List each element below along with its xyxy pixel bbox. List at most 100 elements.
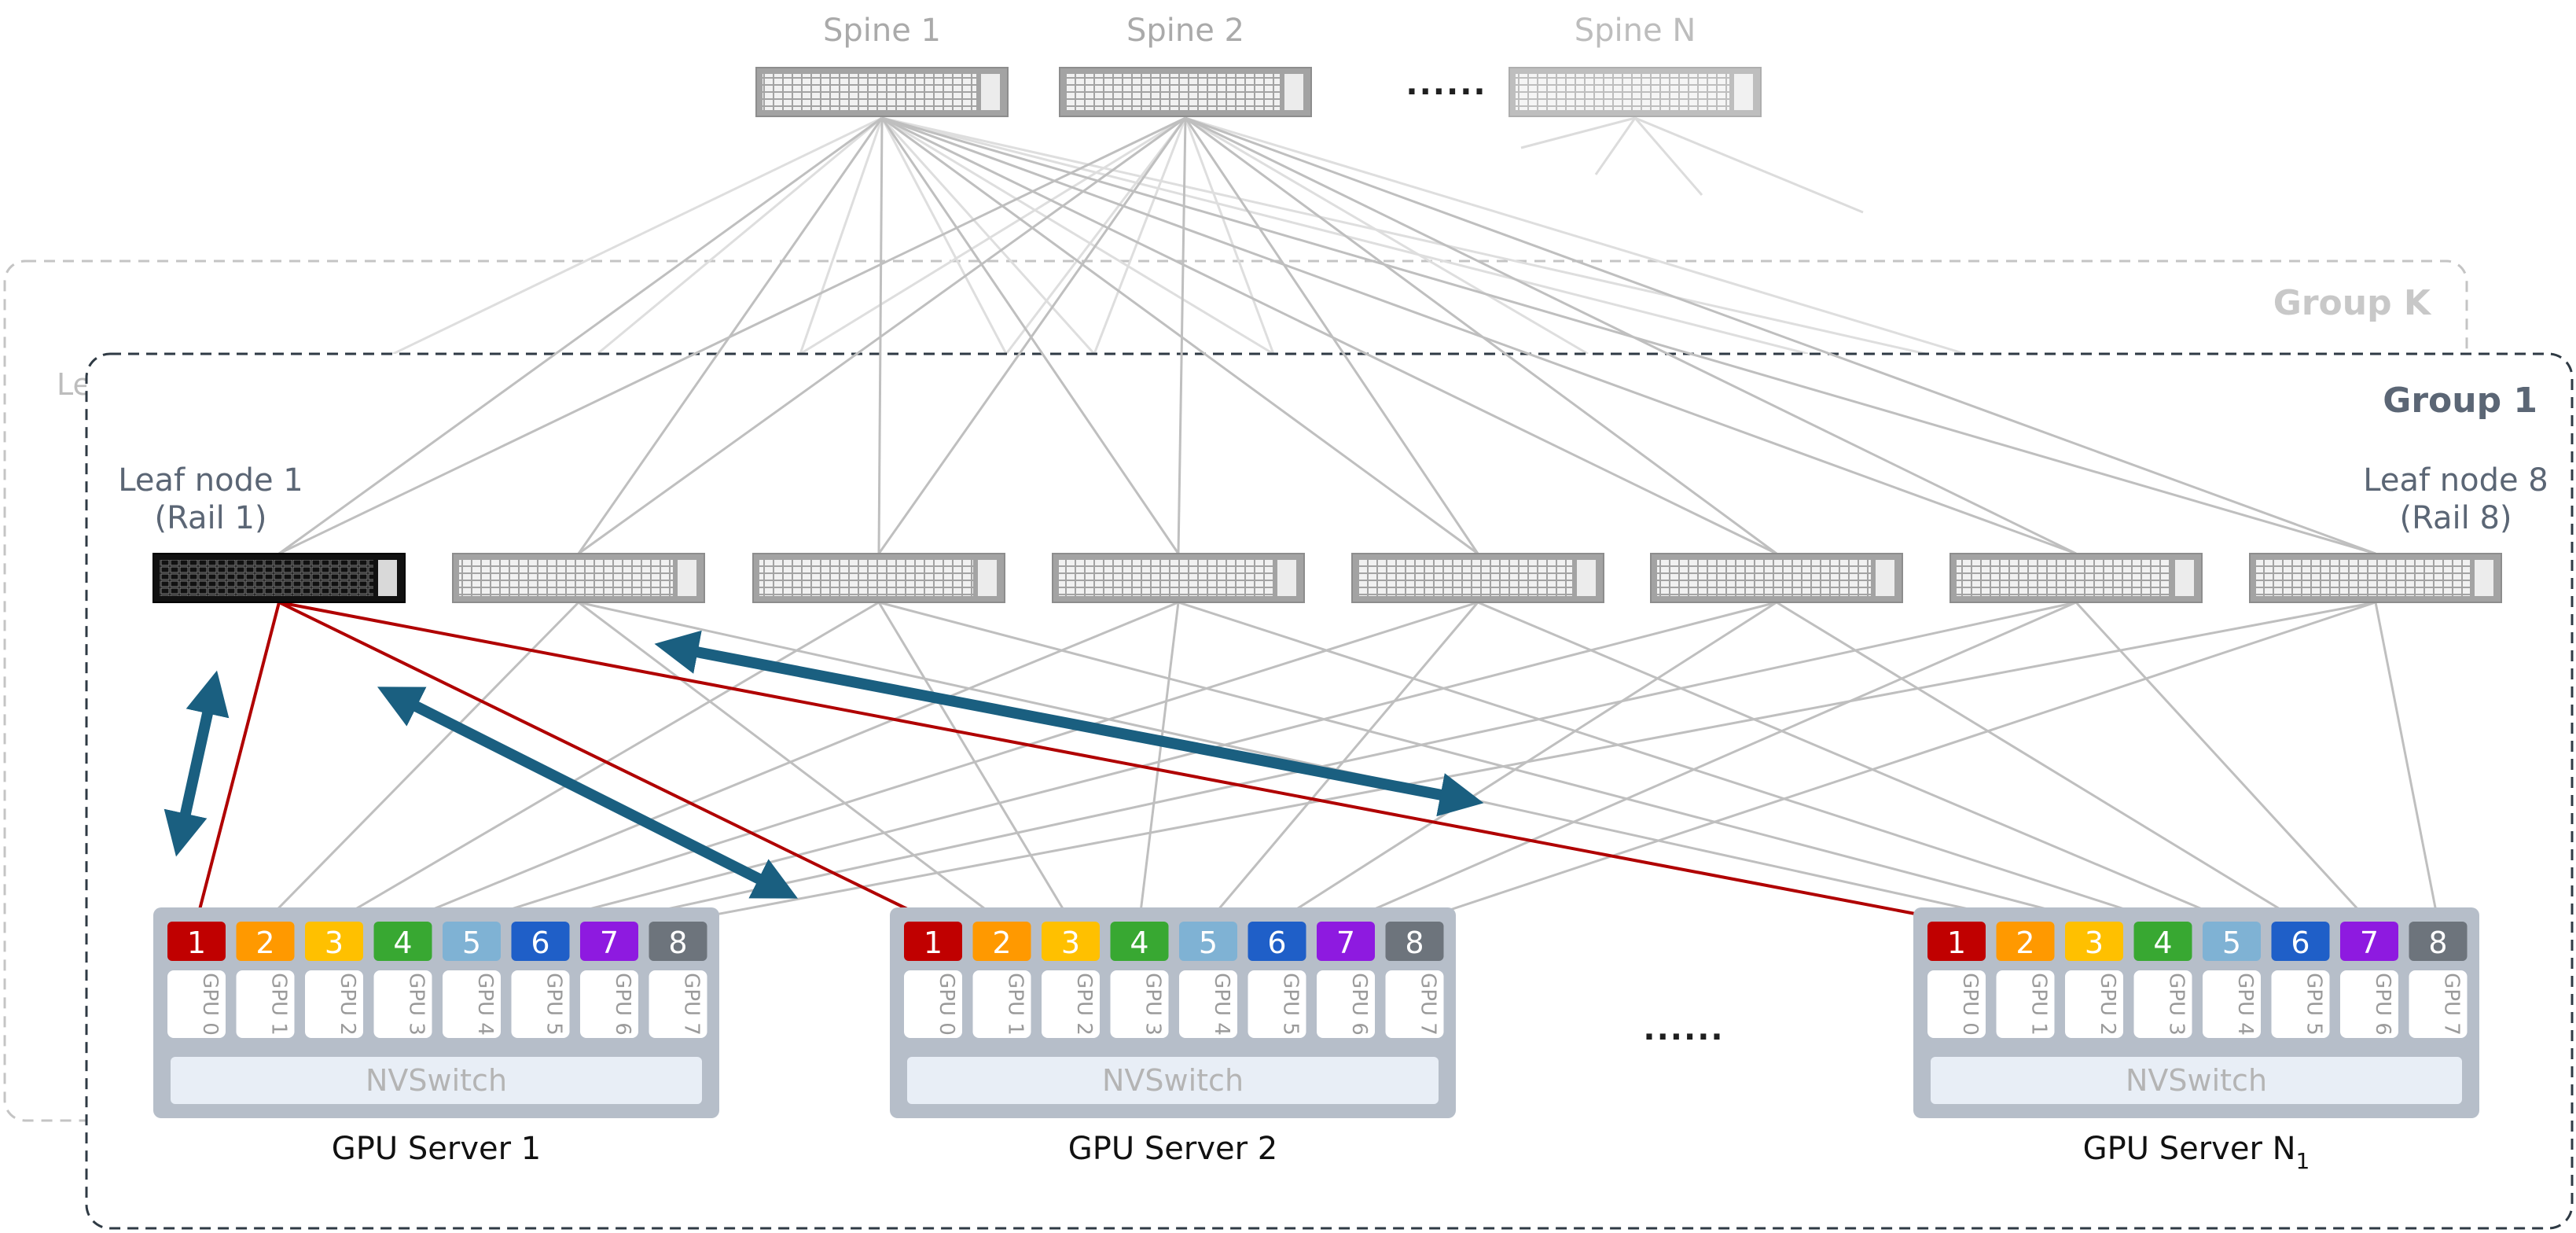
gpu-label: GPU 5 [2302, 973, 2326, 1036]
rail-number: 7 [2360, 926, 2379, 960]
rail-number: 6 [1267, 926, 1286, 960]
rail-badge-5: 5 [1179, 922, 1237, 961]
gpu-card: GPU 0 [904, 970, 962, 1038]
rail-number: 4 [393, 926, 412, 960]
spine-leaf-link [1185, 116, 2077, 555]
servers-ellipsis: ...... [1643, 1011, 1724, 1047]
rail-number: 2 [2016, 926, 2034, 960]
rail-badge-4: 4 [373, 922, 432, 961]
spine-leaf-link [877, 117, 1187, 554]
leaf-server-link [2374, 602, 2439, 922]
traffic-arrows [164, 630, 1484, 899]
spine-leaf-link [881, 116, 1479, 555]
spine-link-group-k [1185, 116, 1589, 355]
gpu-label: GPU 2 [336, 973, 359, 1036]
leaf-node-8-rail-label: (Rail 8) [2399, 500, 2512, 536]
rail-badge-6: 6 [1248, 922, 1306, 961]
leaf-node-8-label: Leaf node 8 [2363, 462, 2548, 499]
rail-badge-5: 5 [443, 922, 501, 961]
spine-n-link [1633, 117, 1703, 196]
server-label: GPU Server N1 [2083, 1131, 2310, 1174]
nvswitch [1931, 1057, 2462, 1104]
spine-leaf-link [278, 116, 1186, 555]
spine-leaf-link [1184, 117, 1479, 554]
nvswitch-label: NVSwitch [366, 1063, 507, 1098]
rail-number: 1 [187, 926, 206, 960]
spine-links-group-k [392, 116, 1966, 355]
nvswitch [907, 1057, 1439, 1104]
rail-badge-6: 6 [2271, 922, 2330, 961]
spine-link-group-k [1184, 117, 1275, 355]
rail-badge-5: 5 [2203, 922, 2261, 961]
group-1-label: Group 1 [2383, 381, 2537, 421]
gpu-card: GPU 4 [1179, 970, 1237, 1038]
gpu-label: GPU 1 [1004, 973, 1027, 1036]
spine-leaf-link [881, 116, 1777, 555]
spine-leaf-link [1185, 116, 2376, 555]
spine-n-switch [1508, 67, 1762, 117]
rail-number: 8 [668, 926, 687, 960]
leaf-switch-3 [752, 553, 1005, 603]
gpu-label: GPU 4 [2233, 973, 2257, 1036]
gpu-card: GPU 2 [2065, 970, 2123, 1038]
spine-link-group-k [881, 116, 1274, 355]
leaf-switch-4 [1052, 553, 1305, 603]
nvswitch-label: NVSwitch [1102, 1063, 1244, 1098]
gpu-card: GPU 7 [649, 970, 707, 1038]
rail-number: 6 [2291, 926, 2310, 960]
rail-number: 4 [2153, 926, 2172, 960]
gpu-label: GPU 6 [1347, 973, 1371, 1036]
rail-number: 2 [255, 926, 274, 960]
rail-badge-8: 8 [2409, 922, 2468, 961]
gpu-card: GPU 2 [1042, 970, 1100, 1038]
rail-number: 3 [325, 926, 344, 960]
leaf-server-link [1414, 601, 2376, 923]
spine-1-switch [755, 67, 1009, 117]
leaf-node-1-label: Leaf node 1 [118, 462, 303, 499]
switch-icons [153, 67, 2502, 603]
gpu-label: GPU 4 [1210, 973, 1233, 1036]
spine-link-group-k [1093, 117, 1187, 355]
spine-1-label: Spine 1 [823, 13, 941, 49]
leaf-switch-2 [452, 553, 705, 603]
rail-badge-3: 3 [2065, 922, 2123, 961]
spine-leaf-link [880, 117, 1180, 554]
gpu-card: GPU 4 [443, 970, 501, 1038]
traffic-arrow-server-n [654, 630, 1484, 817]
rail-number: 3 [2085, 926, 2104, 960]
gpu-card: GPU 3 [1110, 970, 1169, 1038]
spine-n-label: Spine N [1575, 13, 1696, 49]
gpu-card: GPU 5 [511, 970, 570, 1038]
leaf-switch-8 [2249, 553, 2502, 603]
spine-leaf-link [1185, 116, 1777, 555]
gpu-label: GPU 7 [1417, 973, 1440, 1036]
gpu-label: GPU 1 [267, 973, 291, 1036]
rail-number: 5 [1199, 926, 1218, 960]
leaf-switch-7 [1949, 553, 2203, 603]
spine-leaf-link [278, 116, 883, 555]
rail-badge-1: 1 [1927, 922, 1986, 961]
rail-badge-2: 2 [1996, 922, 2055, 961]
gpu-label: GPU 4 [473, 973, 497, 1036]
spine-n-link [1634, 116, 1864, 214]
rail-1-link [195, 602, 281, 922]
gpu-label: GPU 6 [611, 973, 634, 1036]
traffic-arrow-server-2 [377, 686, 799, 899]
traffic-arrow-intra-rail [164, 670, 230, 857]
rail-badge-4: 4 [2133, 922, 2192, 961]
spine-link-group-k [799, 117, 884, 355]
rail-badge-6: 6 [511, 922, 570, 961]
spine-n-link [1594, 117, 1637, 175]
rail-number: 1 [1947, 926, 1966, 960]
gpu-card: GPU 3 [2133, 970, 2192, 1038]
leaf-server-link [1345, 601, 2077, 923]
spine-2-switch [1059, 67, 1312, 117]
leaf-node-1-rail-label: (Rail 1) [154, 500, 266, 536]
gpu-card: GPU 5 [2271, 970, 2330, 1038]
nvswitch-label: NVSwitch [2126, 1063, 2267, 1098]
spine-layer: Spine 1 Spine 2 ...... Spine N [823, 13, 1696, 102]
leaf-server-link [1776, 601, 2302, 923]
